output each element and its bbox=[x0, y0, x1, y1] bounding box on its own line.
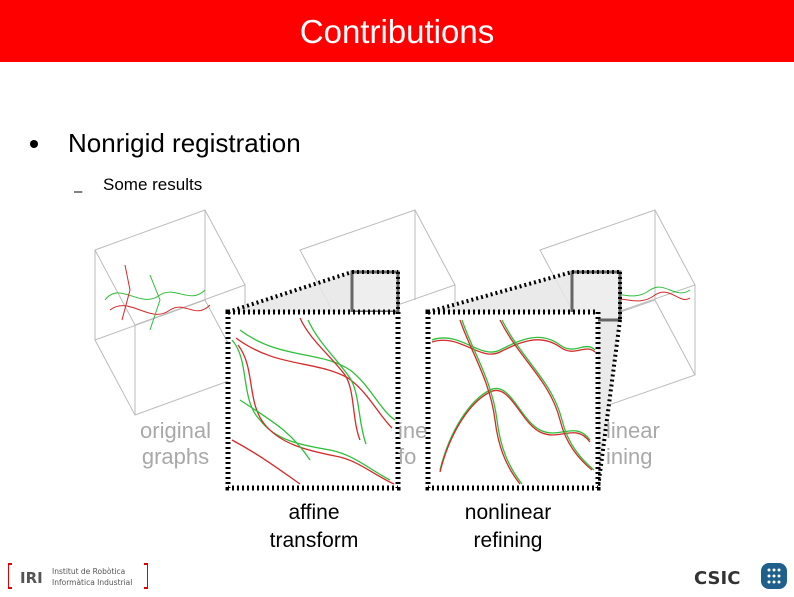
label-line: ining bbox=[606, 444, 653, 469]
label-line: fo bbox=[398, 444, 417, 469]
iri-mark: IRI bbox=[20, 569, 43, 587]
bullet-dot-icon bbox=[30, 140, 38, 148]
title-bar bbox=[0, 0, 794, 62]
caption-line: refining bbox=[473, 529, 543, 552]
csic-text: CSIC bbox=[694, 568, 740, 589]
label-line: graphs bbox=[141, 444, 210, 469]
institute-line-1: Institut de Robòtica bbox=[52, 567, 125, 576]
caption-affine-transform: affine transform bbox=[234, 499, 394, 555]
caption-line: transform bbox=[269, 529, 359, 552]
csic-logo: CSIC bbox=[690, 562, 790, 592]
caption-line: nonlinear bbox=[464, 501, 552, 524]
dash-icon: – bbox=[74, 183, 83, 200]
zoom-panel-affine bbox=[225, 309, 401, 491]
scribbles-original bbox=[104, 264, 211, 331]
label-nonlinear-faded: linear ining bbox=[606, 418, 686, 470]
label-line: ine bbox=[398, 418, 428, 443]
caption-nonlinear-refining: nonlinear refining bbox=[428, 499, 588, 555]
label-line: original bbox=[140, 418, 211, 443]
institute-line-2: Informàtica Industrial bbox=[52, 578, 132, 587]
label-affine-faded: ine fo bbox=[398, 418, 428, 470]
iri-logo: IRI Institut de Robòtica Informàtica Ind… bbox=[7, 562, 149, 590]
cube-original bbox=[94, 209, 246, 416]
zoom-panel-nonlinear bbox=[425, 309, 601, 491]
label-line: linear bbox=[606, 418, 660, 443]
caption-line: affine bbox=[288, 501, 340, 524]
bullet-text: Nonrigid registration bbox=[68, 128, 301, 158]
zoom-callout-affine bbox=[227, 270, 400, 314]
sub-bullet-text: Some results bbox=[103, 175, 203, 194]
slide-title: Contributions bbox=[299, 13, 495, 50]
label-original-graphs: original graphs bbox=[128, 418, 223, 470]
